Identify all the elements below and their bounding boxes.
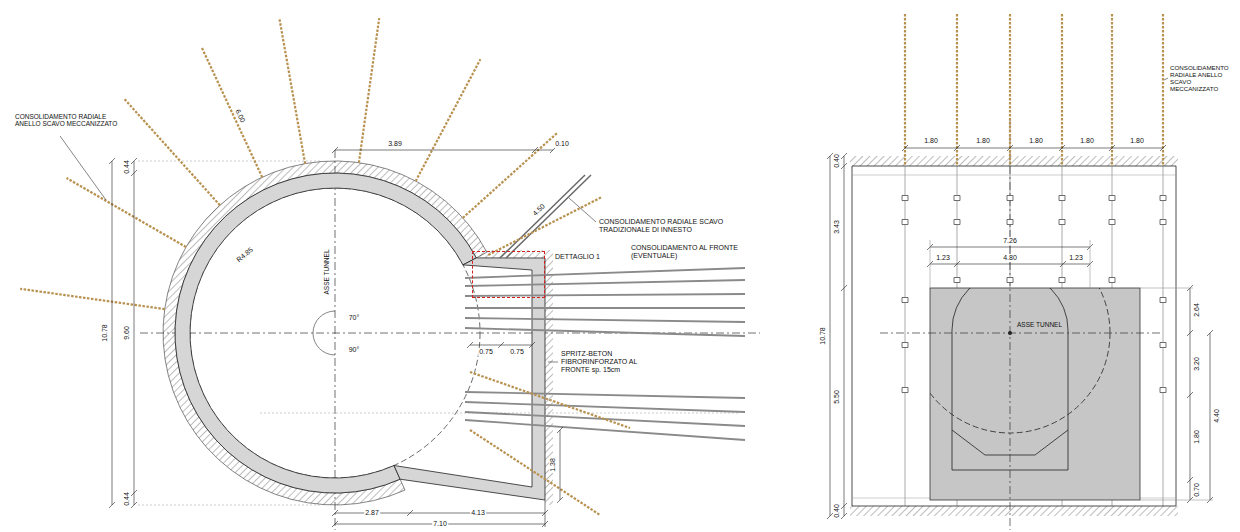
dimension-label: 0.40 [833,153,841,169]
bolt-heads [902,196,1166,393]
dimension-label: 3.89 [387,140,403,148]
dimension-label: 6.00 [233,107,247,125]
ground-hatch [850,156,1178,516]
dimension-label: 5.50 [833,389,841,405]
axis-point [1008,331,1012,335]
dimension-lines [827,145,1213,519]
dimension-label: 7.26 [1002,237,1018,245]
note-label: CONSOLIDAMENTO RADIALE ANELLO SCAVO MECC… [14,113,134,128]
axis-label: ASSE TUNNEL [323,248,330,295]
radius-label: R4.85 [234,245,255,264]
dimension-label: 0.70 [1193,482,1201,498]
angle-label: 70° [348,314,361,322]
angle-label: 90° [348,346,361,354]
dimension-lines [109,147,563,527]
dimension-label: 1.23 [1068,254,1084,262]
dimension-label: 0.10 [554,140,570,148]
junction-bolts [500,175,591,258]
note-label: CONSOLIDAMENTO AL FRONTE (EVENTUALE) [630,244,742,260]
dimension-label: 10.78 [101,323,109,343]
dimension-label: 2.87 [364,509,380,517]
dimension-label: 1.38 [549,457,557,473]
leader-lines [60,136,596,362]
dimension-label: 4.50 [531,202,548,219]
dimension-label: 1.80 [1028,137,1044,145]
dimension-label: 7.10 [432,520,448,528]
dimension-label: 0.44 [123,159,131,175]
note-label: SPRITZ-BETON FIBRORINFORZATO AL FRONTE s… [560,350,654,374]
dimension-label: 2.64 [1193,302,1201,318]
tunnel-profile [930,288,1110,470]
dimension-label: 4.13 [470,509,486,517]
excavation-face [930,288,1140,500]
dimension-label: 0.44 [123,491,131,507]
note-label: CONSOLIDAMENTO RADIALE SCAVO TRADIZIONAL… [598,218,732,234]
tunnel-lining [175,173,476,493]
axis-lines [880,118,1160,530]
dimension-label: 1.80 [1129,137,1145,145]
grid-lines [852,166,1176,506]
dimension-label: 1.80 [975,137,991,145]
dimension-label: 1.80 [1193,429,1201,445]
face-reinforcement [465,268,745,440]
radial-bolts [20,18,630,515]
note-label: CONSOLIDAMENTO RADIALE ANELLO SCAVO MECC… [1169,64,1235,93]
angle-arc [313,311,335,355]
dimension-label: 1.80 [923,137,939,145]
dimension-label: 1.80 [1079,137,1095,145]
dimension-label: 9.60 [123,325,131,341]
detail-box: DETTAGLIO 1 [472,251,545,298]
dimension-label: 3.20 [1193,356,1201,372]
dimension-label: 3.43 [833,219,841,235]
axis-lines [140,150,760,530]
dimension-label: 4.40 [1213,408,1221,424]
dimension-label: 0.75 [478,348,494,356]
axis-label: ASSE TUNNEL [1016,321,1063,328]
dimension-label: 1.23 [935,254,951,262]
dimension-label: 0.75 [509,348,525,356]
dimension-label: 10.78 [819,326,827,346]
front-frame [852,166,1176,506]
excavation-profile [190,188,480,478]
dimension-label: 0.40 [833,503,841,519]
leader-line [1164,78,1168,80]
radial-bolts [905,14,1163,166]
detail-label: DETTAGLIO 1 [554,253,601,261]
dimension-label: 4.80 [1002,254,1018,262]
